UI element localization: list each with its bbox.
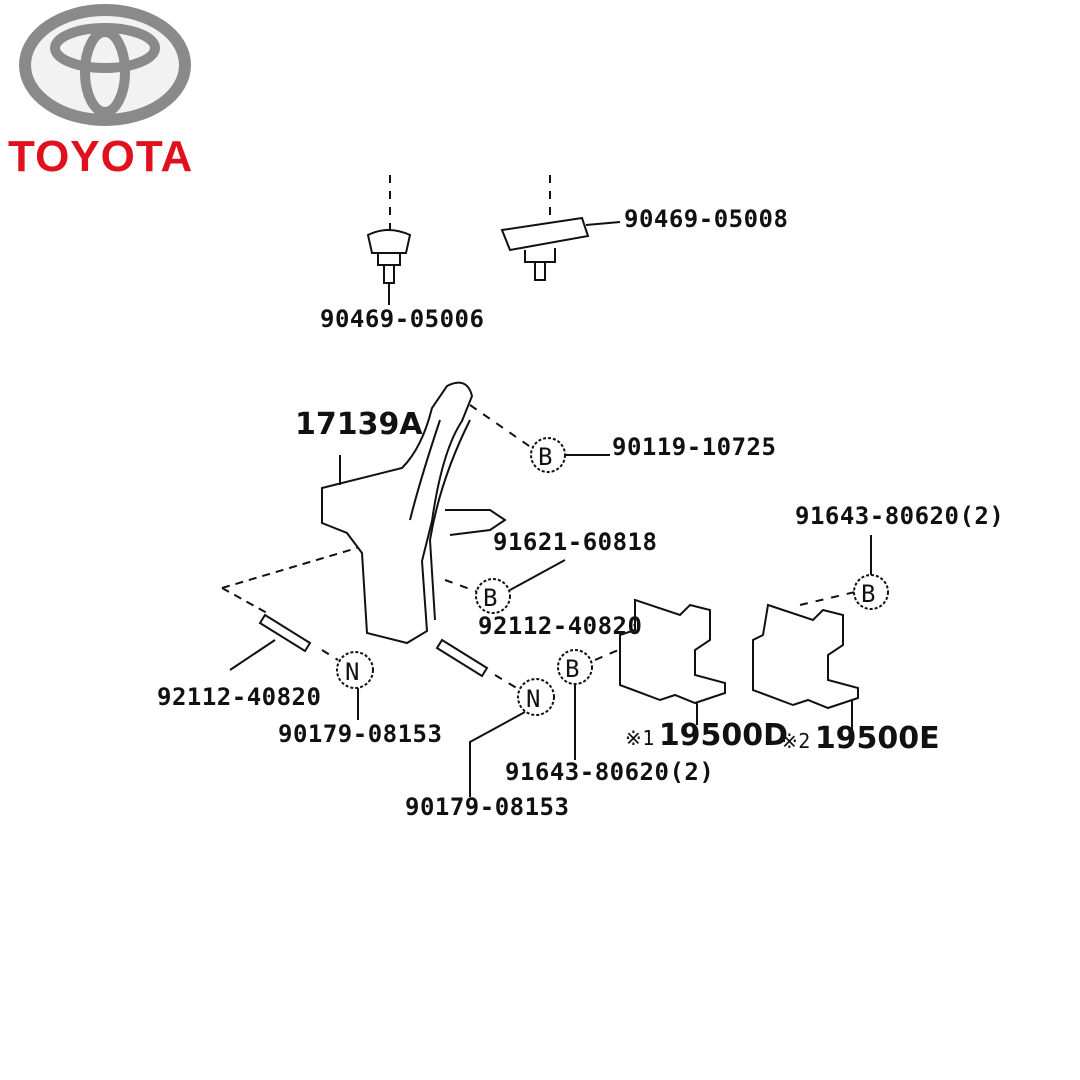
part-number-19500d: 19500D [658, 718, 789, 753]
part-label-92112-40820-right: 92112-40820 [478, 612, 643, 640]
part-label-90119-10725: 90119-10725 [612, 433, 777, 461]
toyota-emblem-logo [19, 4, 191, 126]
callout-b-2: B [483, 584, 498, 612]
callout-n-2: N [526, 685, 541, 713]
callout-b-1: B [538, 443, 553, 471]
part-label-17139a: 17139A [295, 407, 423, 442]
part-label-91621-60818: 91621-60818 [493, 528, 658, 556]
callout-b-3: B [861, 580, 876, 608]
part-label-90179-08153-left: 90179-08153 [278, 720, 443, 748]
stud-left-drawing [221, 547, 358, 671]
module-19500d-drawing [619, 598, 726, 705]
part-label-92112-40820-left: 92112-40820 [157, 683, 322, 711]
leader-dashes [321, 404, 856, 691]
part-label-91643-80620-center: 91643-80620(2) [505, 758, 715, 786]
stud-right-drawing [435, 638, 489, 678]
clip-05006-drawing [366, 175, 412, 305]
callout-circles [336, 437, 889, 716]
part-label-90179-08153-right: 90179-08153 [405, 793, 570, 821]
part-number-19500e: 19500E [814, 721, 940, 756]
bracket-17139a-drawing [321, 381, 507, 645]
note-mark-2: ※2 [781, 729, 811, 753]
clip-05008-drawing [500, 175, 621, 281]
callout-b-4: B [565, 655, 580, 683]
callout-n-1: N [345, 658, 360, 686]
part-label-90469-05008: 90469-05008 [624, 205, 789, 233]
part-label-91643-80620-right: 91643-80620(2) [795, 502, 1005, 530]
module-19500e-drawing [752, 603, 859, 710]
toyota-wordmark: TOYOTA [8, 132, 194, 181]
part-label-90469-05006: 90469-05006 [320, 305, 485, 333]
note-mark-1: ※1 [625, 726, 655, 750]
